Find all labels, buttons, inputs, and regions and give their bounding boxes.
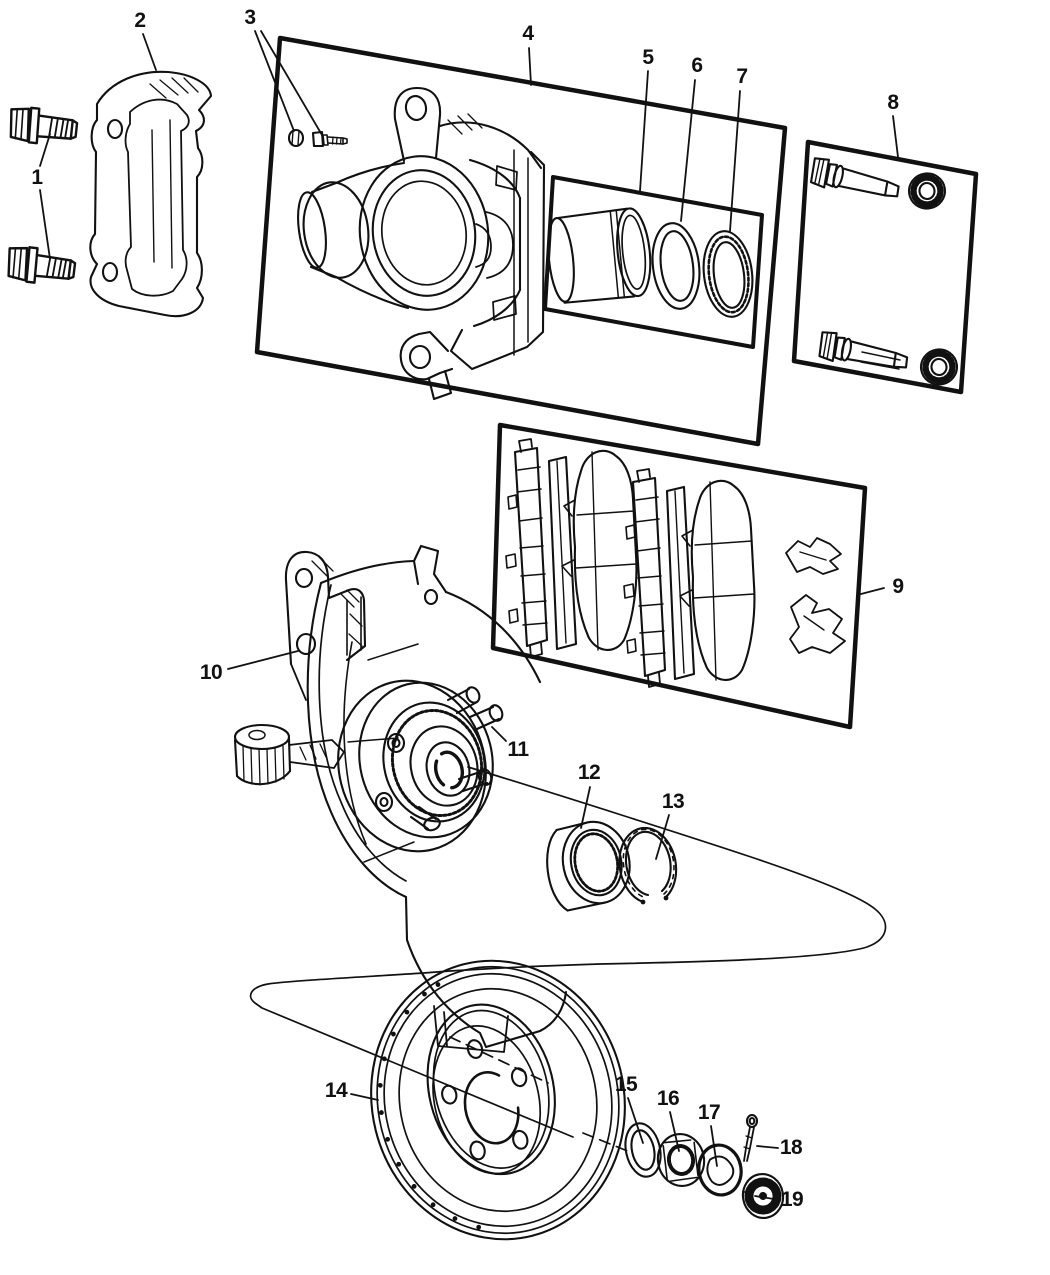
leader-15 — [627, 1097, 644, 1144]
leader-1a — [39, 133, 51, 167]
piston-seal-drawing — [651, 222, 701, 310]
leader-17 — [710, 1125, 718, 1167]
axis-dash-line — [449, 1036, 549, 1084]
axis-dash-line — [582, 1132, 631, 1153]
piston-drawing — [547, 207, 652, 304]
snap-ring-drawing — [618, 826, 678, 905]
leader-18 — [756, 1145, 779, 1149]
bolt-drawing-1 — [4, 104, 80, 289]
hub-drawing — [337, 679, 504, 853]
leader-10 — [227, 650, 299, 670]
piston-boot-drawing — [702, 230, 754, 318]
callout-4: 4 — [522, 22, 534, 45]
callout-15: 15 — [614, 1073, 638, 1096]
brake-pads-drawing — [504, 437, 846, 689]
callout-11: 11 — [507, 738, 529, 761]
callout-18: 18 — [779, 1136, 803, 1159]
guide-pins-drawing — [807, 155, 960, 386]
callout-6: 6 — [691, 54, 703, 77]
nut-cap-drawing — [741, 1173, 785, 1219]
callout-8: 8 — [887, 91, 899, 114]
small-fasteners-drawing — [287, 128, 348, 148]
steering-knuckle-drawing — [233, 544, 568, 1053]
leader-6 — [680, 79, 696, 222]
pad-clip-drawing — [785, 537, 842, 575]
callout-1: 1 — [31, 166, 43, 189]
callout-19: 19 — [780, 1188, 804, 1211]
cotter-pin-drawing — [743, 1113, 759, 1162]
callout-14: 14 — [324, 1079, 348, 1102]
leader-11 — [491, 726, 507, 742]
callout-5: 5 — [642, 46, 654, 69]
callout-7: 7 — [736, 65, 748, 88]
piston-kit-box-outline — [543, 175, 764, 349]
guide-pin-box-outline — [791, 139, 979, 395]
pad-clip-drawing — [789, 594, 846, 654]
leader-2 — [142, 33, 157, 71]
leader-3b — [260, 30, 323, 136]
leader-3a — [254, 30, 295, 132]
leader-4 — [528, 47, 532, 86]
rotor-drawing — [370, 959, 626, 1241]
callout-9: 9 — [892, 575, 904, 598]
leader-14 — [350, 1093, 379, 1101]
leader-13 — [655, 814, 670, 860]
callout-2: 2 — [134, 9, 146, 32]
bearing-drawing — [546, 820, 631, 912]
callout-3: 3 — [244, 6, 256, 29]
leader-16 — [669, 1111, 680, 1152]
caliper-bracket-drawing — [89, 70, 213, 318]
callout-13: 13 — [661, 790, 685, 813]
callout-17: 17 — [697, 1101, 721, 1124]
leader-lines — [39, 30, 899, 1201]
callout-16: 16 — [656, 1087, 680, 1110]
leader-1b — [39, 189, 51, 260]
sweep-leader-line — [249, 766, 887, 1138]
retainer-ring-drawing — [697, 1143, 743, 1197]
leader-8 — [892, 115, 899, 158]
leader-9 — [860, 587, 885, 595]
pad-kit-box-outline — [490, 422, 868, 730]
leader-12 — [580, 786, 591, 829]
axis-reference-lines — [249, 766, 887, 1153]
callout-12: 12 — [577, 761, 601, 784]
leader-7 — [729, 90, 741, 232]
caliper-drawing — [297, 86, 546, 401]
leader-19 — [754, 1195, 781, 1201]
leader-5 — [639, 70, 649, 192]
callout-10: 10 — [199, 661, 223, 684]
caliper-box-outline — [254, 35, 788, 447]
